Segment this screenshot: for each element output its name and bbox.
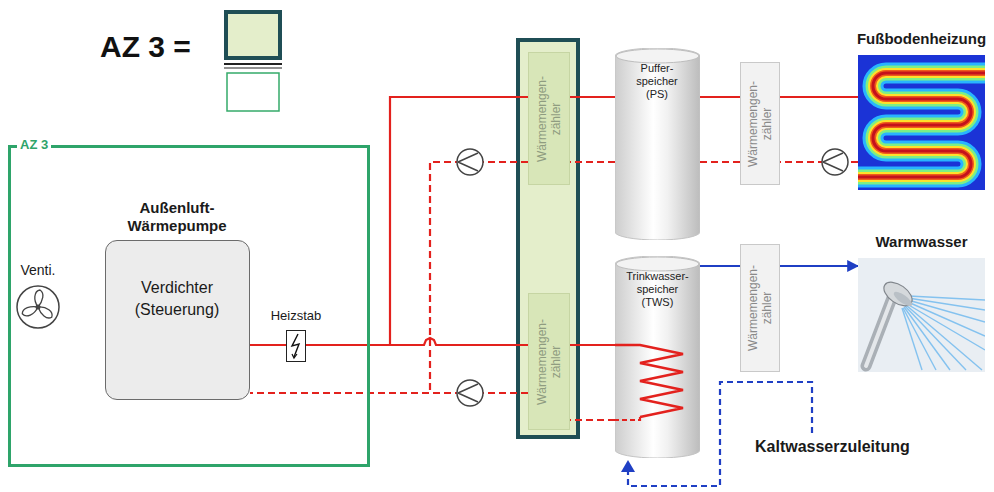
pipe-connector — [250, 162, 528, 393]
hot-water-outlet: Warmwasser — [858, 258, 985, 372]
tank-body — [615, 48, 700, 240]
heater-box: Heizstab — [286, 330, 306, 362]
heat-meter-label: Wärmemengen- zähler — [746, 74, 774, 174]
pipe-connector — [700, 161, 740, 163]
fan-node: Venti. — [16, 285, 60, 329]
heat-pump-heading: Außenluft- Wärmepumpe — [117, 199, 237, 235]
pipe-connector — [306, 338, 528, 345]
hot-water-tank-label: Trinkwasser- speicher (TWS) — [623, 270, 692, 309]
circulation-pump — [457, 149, 483, 175]
hot-water-heading: Warmwasser — [850, 232, 993, 252]
heat-meter-label: Wärmemengen- zähler — [746, 258, 774, 358]
floor-heating: Fußbodenheizung — [858, 55, 985, 190]
heat-meter-box: Wärmemengen- zähler — [740, 62, 780, 185]
compressor-label: Verdichter (Steuerung) — [122, 277, 232, 321]
fraction-bar — [224, 63, 282, 65]
heater-label: Heizstab — [266, 308, 326, 324]
formula-label: AZ 3 = — [100, 30, 191, 64]
heat-meter-label: Wärmemengen- zähler — [535, 69, 563, 169]
tank-body — [615, 256, 700, 458]
circulation-pump — [457, 380, 483, 406]
tank-lid — [616, 257, 699, 271]
heat-exchanger-coil — [615, 345, 683, 417]
pipe-label: Kaltwasserzuleitung — [755, 437, 910, 457]
pipe-connector — [780, 96, 858, 98]
hot-water-tank: Trinkwasser- speicher (TWS) — [615, 256, 700, 458]
system-boundary: AZ 3Außenluft- WärmepumpeVerdichter (Ste… — [8, 145, 370, 467]
buffer-tank-label: Puffer- speicher (PS) — [627, 62, 687, 101]
heat-meter-box: Wärmemengen- zähler — [528, 293, 570, 430]
heat-meter-box: Wärmemengen- zähler — [528, 52, 570, 185]
meter-group-frame — [518, 40, 578, 437]
tank-lid — [616, 49, 699, 63]
pipe-connector — [570, 344, 615, 346]
pipe-connector — [250, 344, 286, 346]
pipe-connector — [780, 265, 858, 267]
buffer-tank: Puffer- speicher (PS) — [615, 48, 700, 240]
heat-meter-label: Wärmemengen- zähler — [535, 312, 563, 412]
pipe-connector — [570, 96, 615, 98]
pipe-connector — [570, 161, 615, 163]
fraction-denominator-symbol — [227, 73, 279, 111]
pipe-connector — [250, 392, 528, 394]
heater-symbol — [287, 331, 305, 361]
fan-label: Venti. — [6, 261, 70, 279]
fraction-bar — [224, 68, 282, 69]
floor-heating-heading: Fußbodenheizung — [850, 29, 993, 49]
pipe-connector — [700, 265, 740, 267]
heat-pump-box: Außenluft- WärmepumpeVerdichter (Steueru… — [105, 240, 250, 400]
cold-water-arrow — [621, 460, 635, 472]
circulation-pump — [822, 149, 848, 175]
coil-return — [615, 417, 640, 420]
heat-meter-box: Wärmemengen- zähler — [740, 244, 780, 372]
pipe-connector — [306, 97, 528, 345]
floor-heating-picture — [858, 55, 985, 190]
pipe-connector — [700, 96, 740, 98]
boundary-label: AZ 3 — [17, 137, 51, 153]
fan-symbol — [16, 285, 60, 329]
fraction-numerator-symbol — [226, 12, 280, 58]
shower-picture — [858, 258, 985, 372]
pipe-connector — [570, 419, 615, 421]
